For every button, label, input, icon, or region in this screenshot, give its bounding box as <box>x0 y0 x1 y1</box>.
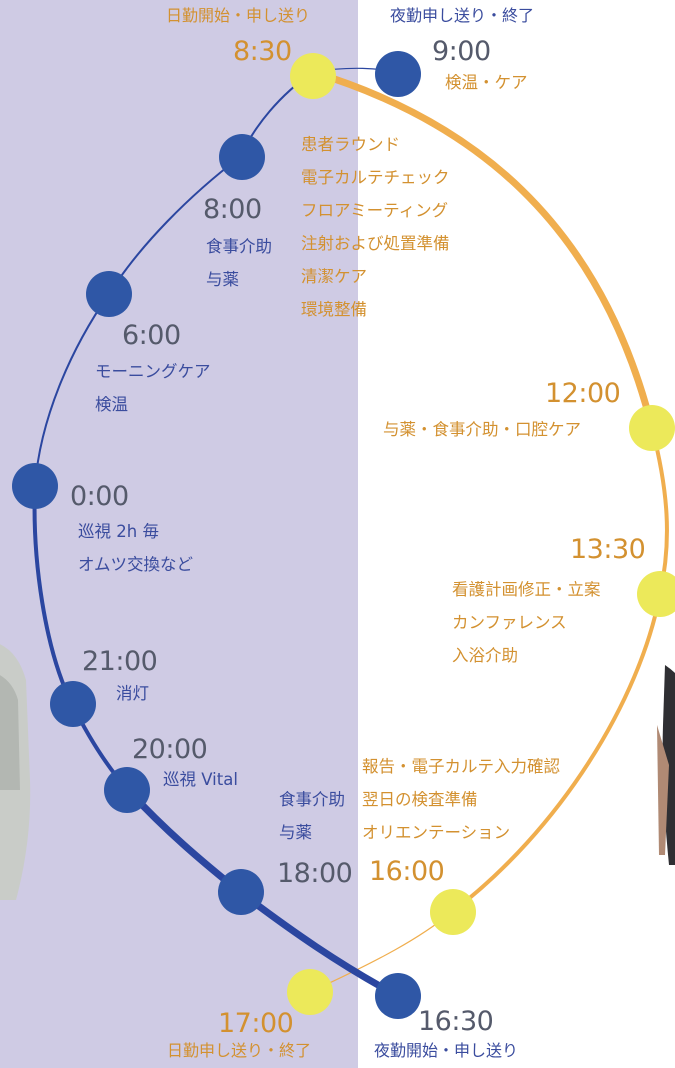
task-item: 環境整備 <box>301 300 367 319</box>
day-shift-start-label: 日勤開始・申し送り <box>166 6 311 25</box>
task-item: フロアミーティング <box>301 201 449 220</box>
tasks-0000: 巡視 2h 毎 オムツ交換など <box>78 515 193 581</box>
task-item: モーニングケア <box>95 362 211 381</box>
task-item: 入浴介助 <box>452 646 518 665</box>
task-item: 患者ラウンド <box>301 135 400 154</box>
night-shift-start-label: 夜勤開始・申し送り <box>374 1041 519 1060</box>
time-0800: 8:00 <box>203 194 262 225</box>
node-1330 <box>637 571 675 617</box>
task-item: 与薬 <box>279 823 312 842</box>
task-item: 看護計画修正・立案 <box>452 580 601 599</box>
node-1630 <box>375 973 421 1019</box>
time-1200: 12:00 <box>545 378 621 409</box>
time-1330: 13:30 <box>570 534 646 565</box>
node-2100 <box>50 681 96 727</box>
task-item: 報告・電子カルテ入力確認 <box>362 757 560 776</box>
time-1800: 18:00 <box>277 858 353 889</box>
tasks-1600: 報告・電子カルテ入力確認 翌日の検査準備 オリエンテーション <box>362 750 560 849</box>
task-item: 検温 <box>95 395 128 414</box>
task-item: オリエンテーション <box>362 823 511 842</box>
node-1800 <box>218 869 264 915</box>
time-1700: 17:00 <box>218 1008 294 1039</box>
time-0600: 6:00 <box>122 320 181 351</box>
tasks-0800: 食事介助 与薬 <box>206 230 272 296</box>
task-1200: 与薬・食事介助・口腔ケア <box>383 420 581 439</box>
night-shift-end-label: 夜勤申し送り・終了 <box>390 6 535 25</box>
day-shift-end-label: 日勤申し送り・終了 <box>167 1041 312 1060</box>
node-1700 <box>287 969 333 1015</box>
time-0900: 9:00 <box>432 36 491 67</box>
task-item: 注射および処置準備 <box>301 234 450 253</box>
nurse-figure-left <box>0 644 31 900</box>
node-2000 <box>104 767 150 813</box>
task-item: 食事介助 <box>279 790 345 809</box>
node-0800 <box>219 134 265 180</box>
task-item: 与薬 <box>206 270 239 289</box>
time-0830: 8:30 <box>233 36 292 67</box>
node-1200 <box>629 405 675 451</box>
day-thick-arc <box>309 68 656 432</box>
node-1600 <box>430 889 476 935</box>
task-2000: 巡視 Vital <box>163 770 238 789</box>
task-item: 巡視 2h 毎 <box>78 522 159 541</box>
tasks-1330: 看護計画修正・立案 カンファレンス 入浴介助 <box>452 573 601 672</box>
time-2000: 20:00 <box>132 734 208 765</box>
time-1630: 16:30 <box>418 1006 494 1037</box>
node-0000 <box>12 463 58 509</box>
night-shift-panel <box>0 0 358 1068</box>
node-0600 <box>86 271 132 317</box>
time-1600: 16:00 <box>369 856 445 887</box>
task-item: 食事介助 <box>206 237 272 256</box>
node-0900 <box>375 51 421 97</box>
task-2100: 消灯 <box>116 684 149 703</box>
night-arc-upper <box>34 71 314 487</box>
time-0000: 0:00 <box>70 481 129 512</box>
morning-round-list: 患者ラウンド 電子カルテチェック フロアミーティング 注射および処置準備 清潔ケ… <box>301 128 450 326</box>
day-arc <box>450 427 669 914</box>
task-item: 清潔ケア <box>301 267 367 286</box>
time-2100: 21:00 <box>82 646 158 677</box>
task-item: オムツ交換など <box>78 555 194 574</box>
tasks-1800: 食事介助 与薬 <box>279 783 345 849</box>
day-thin-arc <box>309 911 453 993</box>
task-item: 翌日の検査準備 <box>362 790 478 809</box>
nurse-figure-right <box>657 665 675 865</box>
task-item: カンファレンス <box>452 613 567 632</box>
tasks-0600: モーニングケア 検温 <box>95 355 211 421</box>
task-0900: 検温・ケア <box>445 73 528 92</box>
node-0830 <box>290 53 336 99</box>
task-item: 電子カルテチェック <box>301 168 450 187</box>
